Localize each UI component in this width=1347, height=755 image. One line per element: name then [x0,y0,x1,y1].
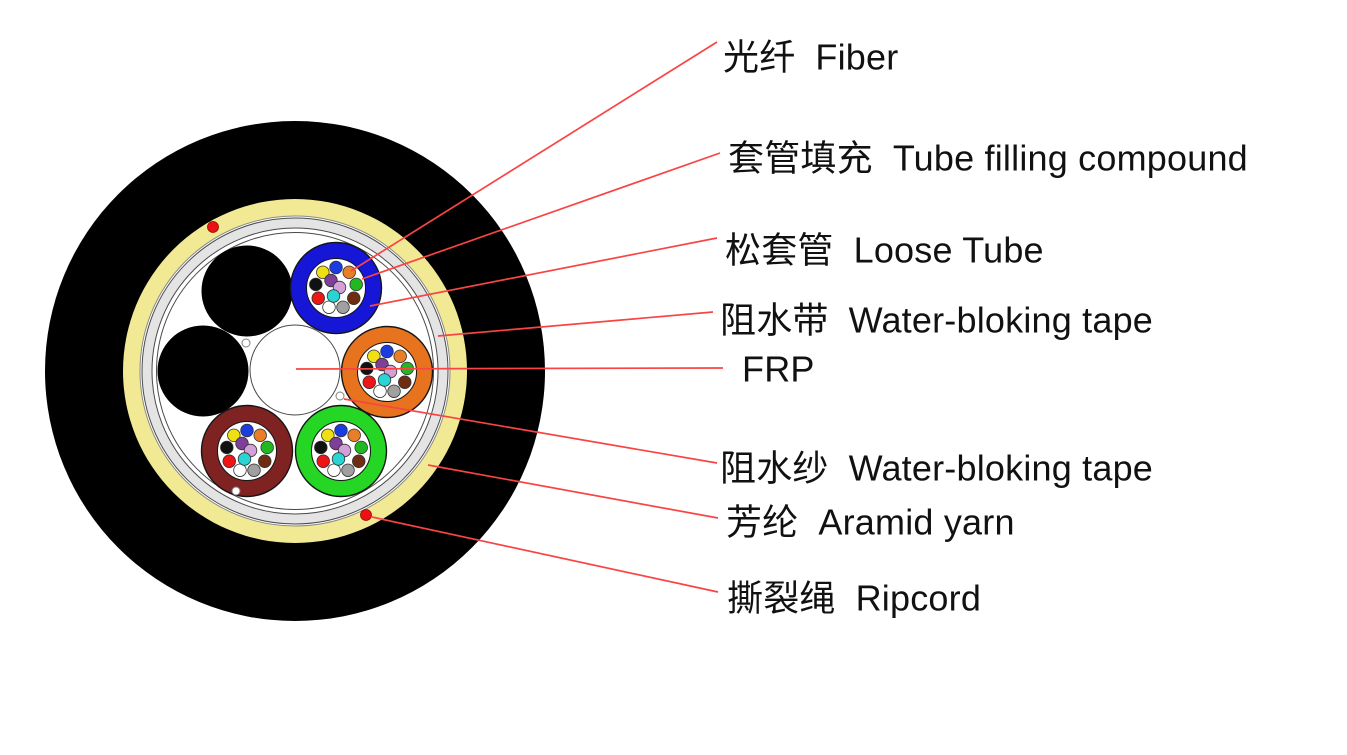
label-ripcord-cn: 撕裂绳 [727,577,836,619]
fiber-dot [309,277,323,292]
label-water-blocking-tape-cn: 阻水带 [720,299,829,341]
label-water-blocking-yarn: 阻水纱 Water-bloking tape [720,447,1153,488]
frp-rod [249,324,341,416]
fiber-dot [227,428,241,442]
label-water-blocking-yarn-en: Water-bloking tape [848,447,1154,489]
fiber-dot [237,452,252,466]
label-ripcord: 撕裂绳 Ripcord [727,577,981,618]
fiber-dot [240,423,254,438]
fiber-dot [393,349,407,363]
fiber-dot [349,277,363,292]
ripcord-dot [360,509,372,521]
fiber-dot [329,260,343,275]
fiber-dot [362,375,376,389]
fiber-dot [380,344,394,359]
water-blocking-yarn-dot [335,391,345,401]
fiber-dot [314,440,328,455]
label-water-blocking-tape-en: Water-bloking tape [848,299,1154,341]
leader-line-water-blocking-tape [437,311,714,337]
fiber-dot [342,265,356,279]
label-tube-filling-cn: 套管填充 [728,137,873,179]
fiber-dot [258,454,272,468]
label-aramid-yarn-cn: 芳纶 [726,501,799,543]
fiber-dot [322,300,336,314]
label-frp-en: FRP [742,348,815,390]
fiber-dot [327,463,341,477]
label-aramid-yarn: 芳纶 Aramid yarn [726,501,1015,542]
label-water-blocking-yarn-cn: 阻水纱 [720,447,829,489]
label-water-blocking-tape: 阻水带 Water-bloking tape [720,299,1153,340]
fiber-dot [311,291,325,305]
leader-line-loose-tube [369,237,718,307]
leader-line-frp [295,367,724,370]
fiber-dot [233,463,247,477]
water-blocking-yarn-dot [231,486,241,496]
label-loose-tube: 松套管 Loose Tube [725,229,1044,270]
leader-line-aramid-yarn [427,464,719,519]
label-loose-tube-en: Loose Tube [853,229,1044,271]
fiber-dot [336,300,350,314]
fiber-dot [321,428,335,442]
label-aramid-yarn-en: Aramid yarn [818,501,1015,543]
fiber-dot [260,440,274,455]
leader-line-water-blocking-yarn [343,398,718,464]
label-fiber-cn: 光纤 [723,36,796,78]
fiber-dot [334,423,348,438]
fiber-dot [387,384,401,398]
water-blocking-yarn-dot [241,338,251,348]
label-ripcord-en: Ripcord [855,577,982,619]
label-fiber: 光纤 Fiber [723,36,898,77]
ripcord-dot [207,221,219,233]
fiber-dot [316,454,330,468]
fiber-dot [377,373,392,387]
fiber-dot [347,291,361,305]
fiber-dot [331,452,346,466]
filler-rod [157,325,249,417]
fiber-dot [222,454,236,468]
label-frp: FRP [742,348,815,389]
fiber-dot [347,428,361,442]
leader-line-fiber [350,41,718,272]
leader-line-ripcord [371,516,719,593]
fiber-dot [316,265,330,279]
fiber-dot [253,428,267,442]
fiber-dot [398,375,412,389]
leader-line-tube-filling [361,152,721,280]
fiber-dot [326,289,341,303]
fiber-dot [341,463,355,477]
label-fiber-en: Fiber [815,36,899,78]
label-tube-filling-en: Tube filling compound [892,137,1248,179]
fiber-dot [367,349,381,363]
filler-rod [201,245,293,337]
fiber-dot [354,440,368,455]
label-loose-tube-cn: 松套管 [725,229,834,271]
label-tube-filling: 套管填充 Tube filling compound [728,137,1248,178]
fiber-dot [352,454,366,468]
fiber-dot [220,440,234,455]
fiber-dot [373,384,387,398]
fiber-dot [247,463,261,477]
